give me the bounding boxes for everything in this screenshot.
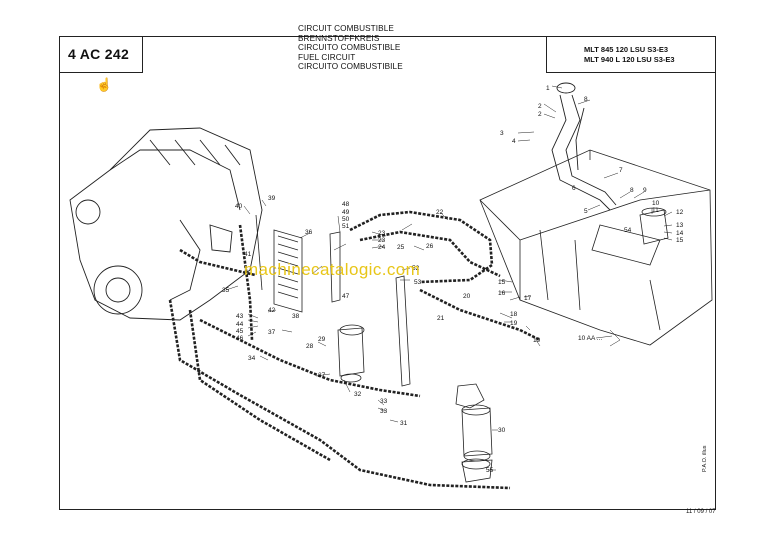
callout-23b: 23 (378, 237, 386, 244)
callout-28: 28 (306, 343, 314, 350)
callout-52: 52 (412, 265, 420, 272)
callout-20: 20 (463, 293, 471, 300)
callout-36: 36 (305, 229, 313, 236)
fuel-tank (479, 149, 713, 346)
callout-35: 35 (222, 287, 230, 294)
ref-code-box (59, 36, 143, 73)
callout-37: 37 (268, 329, 276, 336)
prefilter (337, 324, 365, 383)
callout-11: 11 (652, 207, 659, 214)
callout-10: 10 (652, 200, 660, 207)
callout-25: 25 (397, 244, 405, 251)
model-list: MLT 845 120 LSU S3-E3 MLT 940 L 120 LSU … (584, 45, 675, 65)
callout-15: 15 (676, 237, 684, 244)
callout-34: 34 (248, 355, 256, 362)
callout-8: 8 (630, 187, 634, 194)
leader-lines (225, 85, 673, 471)
main-filter (455, 383, 493, 483)
callout-6: 6 (572, 185, 576, 192)
callout-51: 51 (342, 223, 350, 230)
callout-13: 13 (676, 222, 684, 229)
drawing-frame (59, 36, 716, 510)
title-de: BRENNSTOFFKREIS (298, 33, 380, 43)
callout-48: 48 (342, 201, 350, 208)
watermark: machinecatalogic.com (244, 260, 421, 279)
callout-30: 30 (498, 427, 506, 434)
callout-31: 31 (400, 420, 408, 427)
title-block: CIRCUIT COMBUSTIBLE BRENNSTOFFKREIS CIRC… (298, 24, 403, 72)
title-es: CIRCUITO COMBUSTIBLE (298, 43, 401, 53)
fuel-cooler (255, 214, 303, 313)
tank-reference: 10 AA ... (578, 335, 602, 342)
callout-12: 12 (676, 209, 684, 216)
title-fr: CIRCUIT COMBUSTIBLE (298, 24, 394, 33)
callout-7: 7 (619, 167, 623, 174)
callout-45: 45 (236, 328, 244, 335)
engine (69, 127, 263, 321)
sender-unit (639, 207, 669, 245)
callout-8-top: 8 (584, 96, 588, 103)
callout-46: 46 (236, 335, 244, 342)
model-line: MLT 940 L 120 LSU S3-E3 (584, 55, 675, 64)
callout-55: 55 (486, 467, 494, 474)
callout-33: 33 (380, 398, 388, 405)
callout-40: 40 (235, 203, 243, 210)
filter-bracket (329, 231, 411, 387)
callout-16: 16 (498, 290, 506, 297)
part-callouts: 1 2 2 3 4 8 6 7 5 8 9 10 11 12 13 14 15 … (222, 85, 684, 474)
callout-50: 50 (342, 216, 350, 223)
callout-49: 49 (342, 209, 350, 216)
filler-neck (551, 82, 617, 211)
callout-18: 18 (510, 311, 518, 318)
callout-32: 32 (354, 391, 362, 398)
callout-1: 1 (546, 85, 550, 92)
callout-22: 22 (436, 209, 444, 216)
callout-3: 3 (500, 130, 504, 137)
ref-code: 4 AC 242 (68, 46, 130, 62)
callout-41: 41 (244, 251, 252, 258)
title-en: FUEL CIRCUIT (298, 52, 356, 62)
callout-23: 23 (378, 230, 386, 237)
illustrator-credit: P.A.O. illus (702, 445, 708, 473)
callout-54: 54 (624, 227, 632, 234)
callout-24: 24 (378, 244, 386, 251)
hand-pointer-icon: ☝ (96, 77, 113, 92)
callout-38: 38 (292, 313, 300, 320)
callout-14: 14 (676, 230, 684, 237)
fuel-hoses (168, 210, 541, 490)
callout-2b: 2 (538, 111, 542, 118)
callout-19: 19 (510, 320, 518, 327)
callout-53: 53 (414, 279, 422, 286)
callout-44: 44 (236, 321, 244, 328)
models-box (546, 36, 716, 73)
callout-26: 26 (426, 243, 434, 250)
callout-33b: 33 (380, 408, 388, 415)
callout-43: 43 (236, 313, 244, 320)
callout-17: 17 (524, 295, 532, 302)
callout-9: 9 (643, 187, 647, 194)
callout-21: 21 (437, 315, 445, 322)
callout-4: 4 (512, 138, 516, 145)
callout-39: 39 (268, 195, 276, 202)
callout-5: 5 (584, 208, 588, 215)
issue-date: 11 / 09 / 07 (686, 509, 716, 515)
callout-2: 2 (538, 103, 542, 110)
title-it: CIRCUITO COMBUSTIBILE (298, 62, 403, 72)
callout-47: 47 (342, 293, 350, 300)
callout-19b: 19 (533, 337, 541, 344)
callout-29: 29 (318, 336, 326, 343)
callout-27: 27 (318, 372, 326, 379)
model-line: MLT 845 120 LSU S3-E3 (584, 45, 669, 54)
callout-42: 42 (268, 307, 276, 314)
callout-15b: 15 (498, 279, 506, 286)
